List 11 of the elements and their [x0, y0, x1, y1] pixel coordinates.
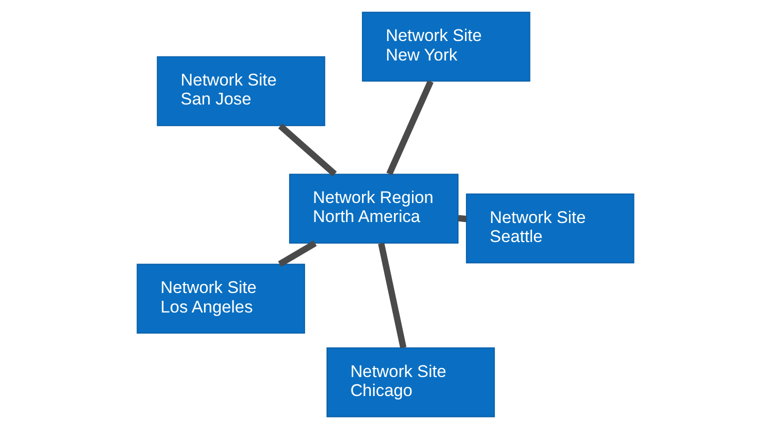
node-box: Network Site Chicago [326, 347, 494, 418]
connector [378, 242, 406, 348]
node-box: Network Region North America [288, 174, 458, 244]
node-box: Network Site Los Angeles [136, 264, 305, 334]
connector [278, 240, 316, 267]
connector [386, 80, 434, 176]
node-box: Network Site New York [361, 12, 530, 82]
connector [278, 124, 336, 176]
node-box: Network Site Seattle [465, 193, 634, 264]
connector [458, 214, 466, 222]
node-box: Network Site San Jose [156, 56, 325, 126]
